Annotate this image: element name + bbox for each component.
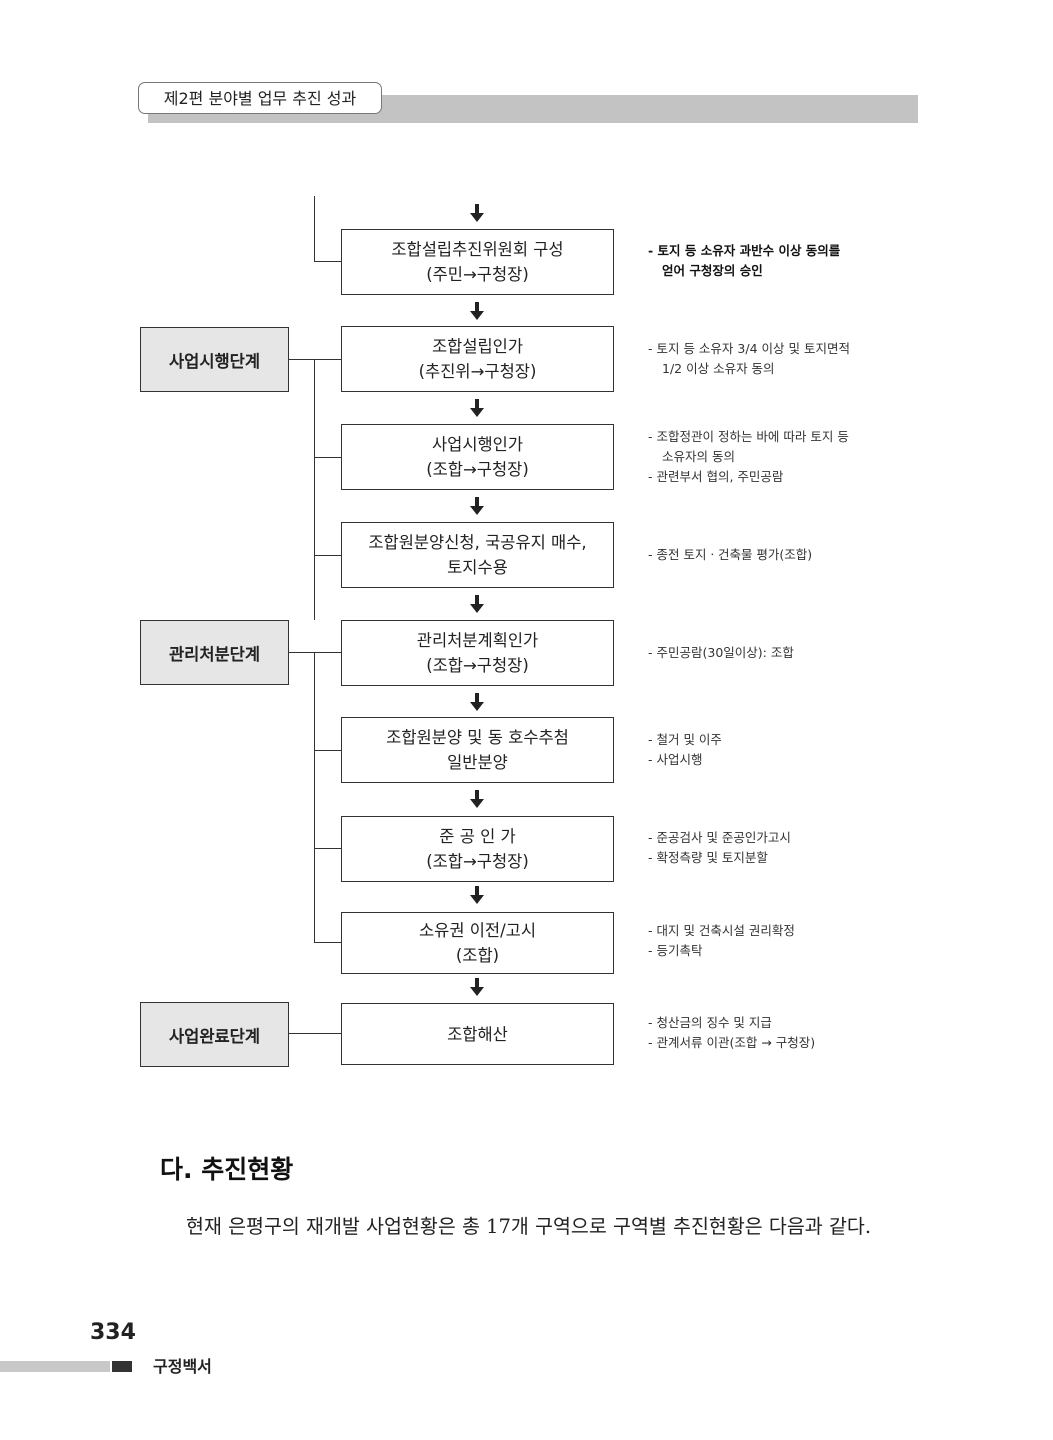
- connector-line: [314, 457, 341, 458]
- note-line: - 관련부서 협의, 주민공람: [648, 469, 784, 484]
- flow-step-line: 조합원분양 및 동 호수추첨: [386, 728, 569, 747]
- footer-marker: [112, 1361, 132, 1372]
- down-arrow-icon: [467, 977, 487, 997]
- connector-line: [289, 359, 341, 360]
- connector-line: [289, 1033, 341, 1034]
- down-arrow-icon: [467, 692, 487, 712]
- flow-step-line: 소유권 이전/고시: [418, 921, 537, 940]
- down-arrow-icon: [467, 398, 487, 418]
- connector-line: [289, 652, 341, 653]
- note-line: - 사업시행: [648, 752, 703, 767]
- flow-step: 조합설립인가 (추진위→구청장): [341, 326, 614, 392]
- connector-line: [314, 261, 341, 262]
- note-line: - 확정측량 및 토지분할: [648, 850, 768, 865]
- flow-step-line: 조합설립인가: [431, 337, 524, 356]
- step-note: - 주민공람(30일이상): 조합: [648, 643, 918, 663]
- flow-step-line: 준 공 인 가: [439, 827, 516, 846]
- note-line: - 등기촉탁: [648, 943, 703, 958]
- flow-step-line: 조합원분양신청, 국공유지 매수,: [368, 533, 587, 552]
- note-line: 얻어 구청장의 승인: [662, 263, 763, 278]
- flow-step-line: (조합→구청장): [426, 656, 529, 675]
- connector-line: [314, 555, 341, 556]
- flow-step: 소유권 이전/고시 (조합): [341, 912, 614, 974]
- down-arrow-icon: [467, 496, 487, 516]
- down-arrow-icon: [467, 301, 487, 321]
- flow-step-line: 토지수용: [447, 558, 508, 577]
- down-arrow-icon: [467, 203, 487, 223]
- connector-line: [314, 359, 315, 620]
- flow-step: 사업시행인가 (조합→구청장): [341, 424, 614, 490]
- footer-bar: [0, 1361, 110, 1372]
- connector-line: [314, 196, 315, 261]
- flow-step-line: 사업시행인가: [431, 435, 524, 454]
- flow-step: 조합해산: [341, 1003, 614, 1065]
- header-title: 제2편 분야별 업무 추진 성과: [138, 82, 382, 114]
- stage-label: 사업시행단계: [140, 327, 289, 392]
- down-arrow-icon: [467, 594, 487, 614]
- flow-step: 조합원분양 및 동 호수추첨 일반분양: [341, 717, 614, 783]
- step-note: - 조합정관이 정하는 바에 따라 토지 등 소유자의 동의 - 관련부서 협의…: [648, 427, 918, 487]
- footer-label: 구정백서: [153, 1357, 212, 1376]
- connector-line: [314, 942, 341, 943]
- step-note: - 철거 및 이주 - 사업시행: [648, 730, 918, 770]
- note-line: - 준공검사 및 준공인가고시: [648, 830, 791, 845]
- note-line: - 청산금의 징수 및 지급: [648, 1015, 772, 1030]
- page-number: 334: [90, 1320, 136, 1345]
- note-line: - 철거 및 이주: [648, 732, 722, 747]
- note-line: - 주민공람(30일이상): 조합: [648, 645, 794, 660]
- section-paragraph: 현재 은평구의 재개발 사업현황은 총 17개 구역으로 구역별 추진현황은 다…: [138, 1208, 918, 1245]
- step-note: - 토지 등 소유자 3/4 이상 및 토지면적 1/2 이상 소유자 동의: [648, 339, 918, 379]
- stage-label: 관리처분단계: [140, 620, 289, 685]
- paragraph-text: 현재 은평구의 재개발 사업현황은 총 17개 구역으로 구역별 추진현황은 다…: [186, 1215, 872, 1238]
- flow-step-line: 조합설립추진위원회 구성: [391, 240, 564, 259]
- note-line: 1/2 이상 소유자 동의: [662, 361, 775, 376]
- note-line: - 조합정관이 정하는 바에 따라 토지 등: [648, 429, 849, 444]
- step-note: - 종전 토지ㆍ건축물 평가(조합): [648, 545, 918, 565]
- flow-step-line: 조합해산: [447, 1024, 508, 1044]
- note-line: - 토지 등 소유자 3/4 이상 및 토지면적: [648, 341, 850, 356]
- note-line: 소유자의 동의: [662, 449, 735, 464]
- step-note: - 청산금의 징수 및 지급 - 관계서류 이관(조합 → 구청장): [648, 1013, 918, 1053]
- step-note: - 토지 등 소유자 과반수 이상 동의를 얻어 구청장의 승인: [648, 241, 918, 281]
- section-title: 다. 추진현황: [160, 1155, 294, 1184]
- flow-step: 준 공 인 가 (조합→구청장): [341, 816, 614, 882]
- stage-label: 사업완료단계: [140, 1002, 289, 1067]
- flow-step-line: (조합→구청장): [426, 460, 529, 479]
- note-line: - 관계서류 이관(조합 → 구청장): [648, 1035, 816, 1050]
- down-arrow-icon: [467, 789, 487, 809]
- step-note: - 준공검사 및 준공인가고시 - 확정측량 및 토지분할: [648, 828, 918, 868]
- note-line: - 종전 토지ㆍ건축물 평가(조합): [648, 547, 813, 562]
- flow-step-line: (주민→구청장): [426, 265, 529, 284]
- connector-line: [314, 750, 341, 751]
- flow-step: 조합설립추진위원회 구성 (주민→구청장): [341, 229, 614, 295]
- flow-step: 조합원분양신청, 국공유지 매수, 토지수용: [341, 522, 614, 588]
- flow-step-line: 일반분양: [447, 753, 508, 772]
- down-arrow-icon: [467, 885, 487, 905]
- flow-step-line: (조합→구청장): [426, 852, 529, 871]
- connector-line: [314, 848, 341, 849]
- note-line: - 토지 등 소유자 과반수 이상 동의를: [648, 243, 841, 258]
- flow-step-line: 관리처분계획인가: [416, 631, 539, 650]
- step-note: - 대지 및 건축시설 권리확정 - 등기촉탁: [648, 921, 918, 961]
- flow-step-line: (추진위→구청장): [418, 362, 537, 381]
- connector-line: [314, 652, 315, 942]
- flow-step: 관리처분계획인가 (조합→구청장): [341, 620, 614, 686]
- flow-step-line: (조합): [455, 946, 500, 965]
- note-line: - 대지 및 건축시설 권리확정: [648, 923, 795, 938]
